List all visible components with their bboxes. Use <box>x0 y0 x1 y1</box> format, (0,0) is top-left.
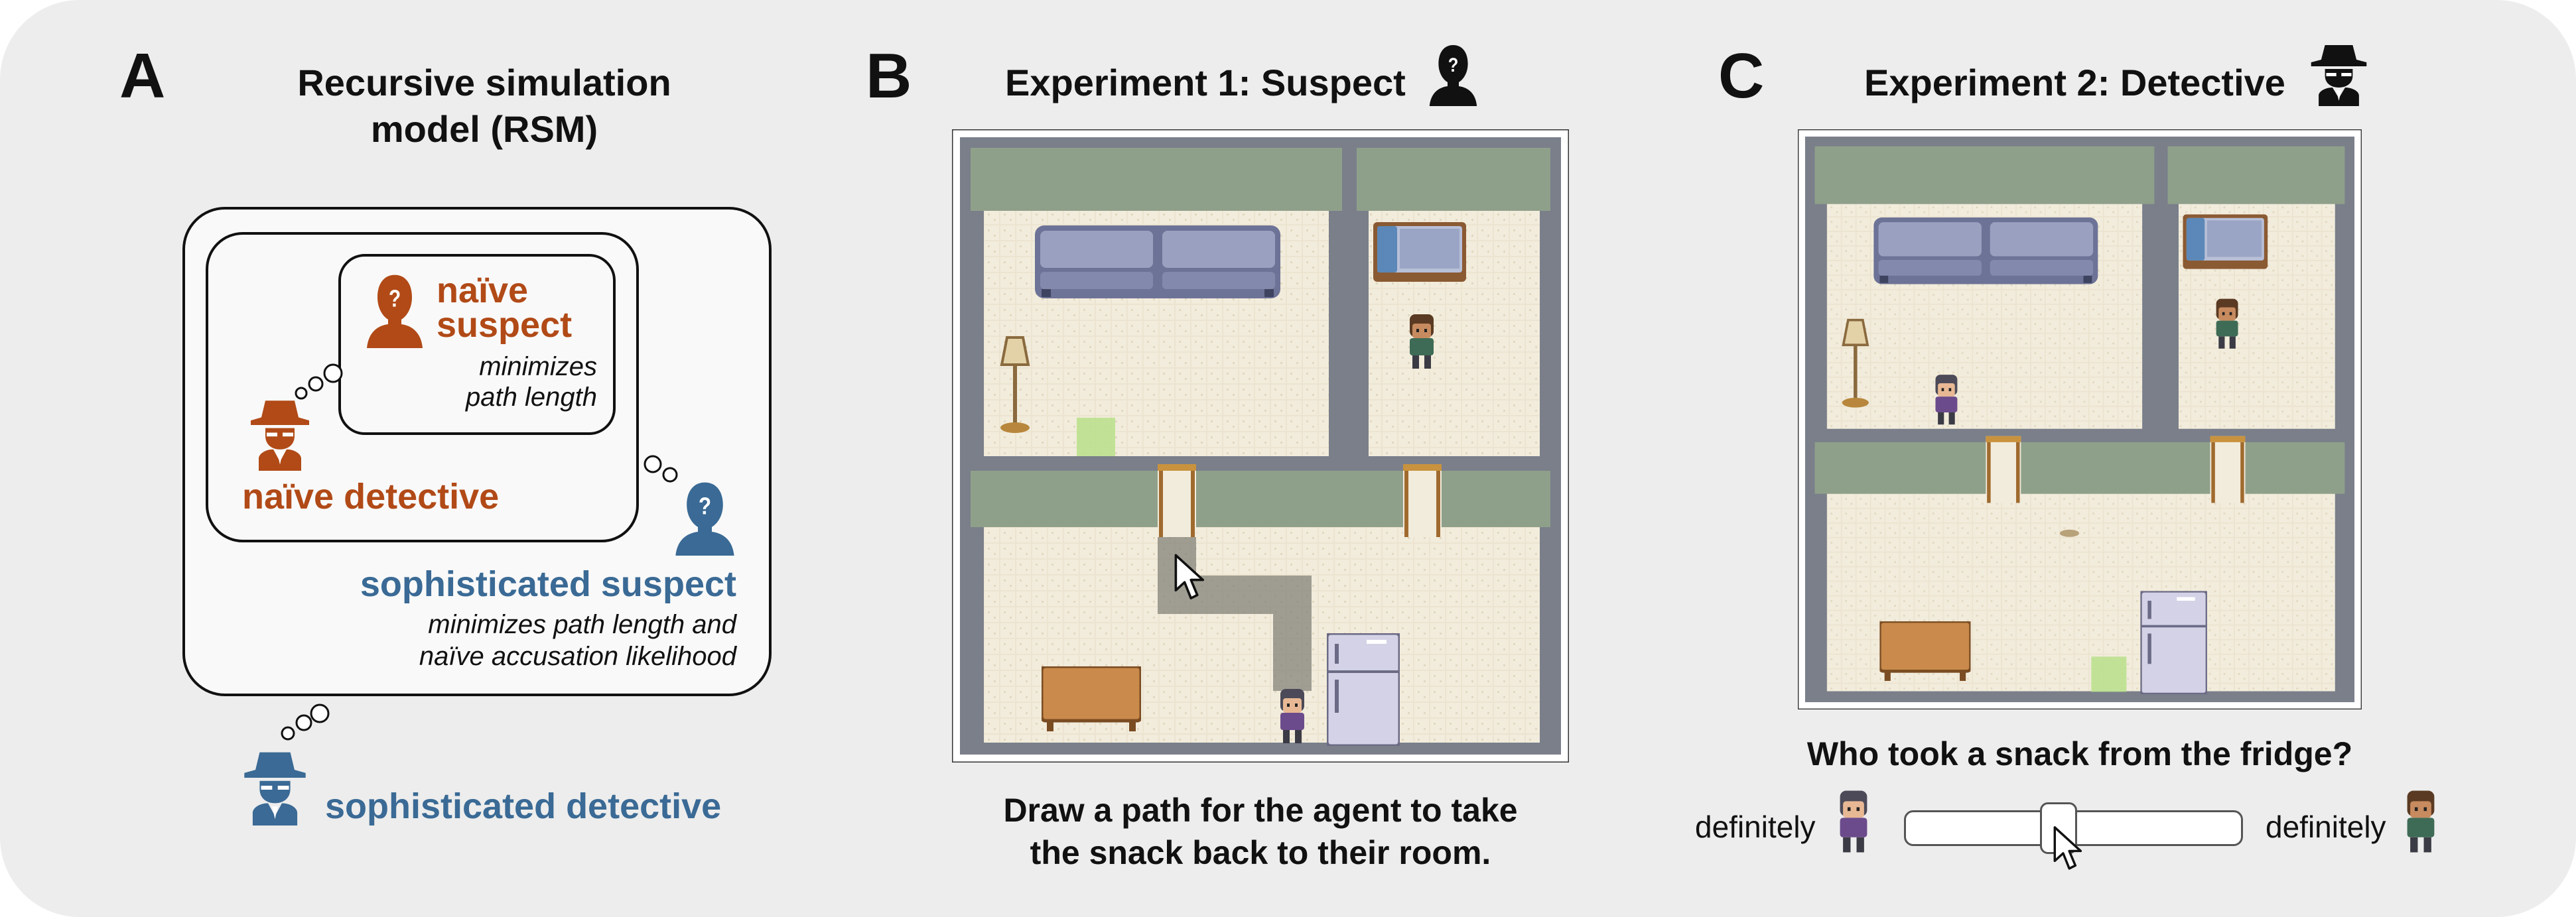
soph-detective-thought-bubble-icon <box>281 703 330 741</box>
naive-detective-thought-bubble-icon <box>295 363 343 400</box>
couch-icon <box>1035 225 1280 298</box>
naive-suspect-label: naïve suspect <box>437 271 573 345</box>
table-icon <box>1879 621 1970 681</box>
slider-left-label: definitely <box>1695 810 1816 844</box>
soph-detective-icon <box>240 746 310 825</box>
living-room-wall <box>1814 146 2155 204</box>
fridge-icon <box>2140 591 2207 694</box>
crumbs-icon <box>2059 529 2080 537</box>
panel-b-caption-line1: Draw a path for the agent to take <box>1003 792 1518 829</box>
naive-detective-label: naïve detective <box>242 477 500 517</box>
bedroom-wall <box>1357 148 1550 211</box>
soph-suspect-desc-line1: minimizes path length and <box>428 610 736 639</box>
bed-icon <box>1373 222 1466 282</box>
naive-suspect-desc-line2: path length <box>466 383 597 412</box>
naive-suspect-label-line1: naïve <box>437 271 529 310</box>
naive-suspect-desc-line1: minimizes <box>479 352 597 381</box>
bedroom-wall <box>2167 146 2345 204</box>
panel-b-letter: B <box>866 40 912 111</box>
panel-a-title-line2: model (RSM) <box>370 108 598 150</box>
door-right <box>1403 464 1442 537</box>
soph-detective-label: sophisticated detective <box>325 786 722 826</box>
suspect-icon <box>1425 40 1481 106</box>
suspect-gridworld <box>952 129 1569 763</box>
start-tile <box>1077 418 1115 456</box>
naive-suspect-description: minimizes path length <box>398 351 597 412</box>
panel-a-title: Recursive simulation model (RSM) <box>252 60 716 153</box>
door-left <box>1986 436 2021 503</box>
door-right <box>2210 436 2246 503</box>
evidence-tile <box>2091 656 2127 692</box>
purple-agent-slider-icon <box>1831 788 1876 855</box>
panel-a-title-line1: Recursive simulation <box>297 62 671 103</box>
door-left <box>1158 464 1196 537</box>
detective-gridworld <box>1798 129 2362 709</box>
panel-b-caption-line2: the snack back to their room. <box>1030 834 1491 871</box>
kitchen-wall <box>971 471 1550 527</box>
panel-b-caption: Draw a path for the agent to take the sn… <box>952 789 1569 874</box>
panel-c-question: Who took a snack from the fridge? <box>1806 735 2353 772</box>
kitchen-wall <box>1814 442 2345 494</box>
mouse-cursor-icon <box>2053 825 2084 872</box>
naive-suspect-label-line2: suspect <box>437 305 573 345</box>
soph-suspect-description: minimizes path length and naïve accusati… <box>312 609 736 672</box>
fridge-icon <box>1327 633 1400 746</box>
panel-a-letter: A <box>119 40 166 111</box>
soph-suspect-desc-line2: naïve accusation likelihood <box>419 642 736 671</box>
slider-right-label: definitely <box>2266 810 2386 844</box>
soph-suspect-thought-bubble-icon <box>644 455 678 483</box>
living-room-wall <box>971 148 1342 211</box>
bed-icon <box>2183 214 2268 269</box>
soph-suspect-label: sophisticated suspect <box>360 564 736 604</box>
soph-suspect-icon <box>670 476 740 556</box>
naive-detective-icon <box>247 395 313 471</box>
panel-c-title: Experiment 2: Detective <box>1864 62 2285 103</box>
panel-c-letter: C <box>1718 40 1765 111</box>
green-agent-slider-icon <box>2398 788 2443 855</box>
detective-icon <box>2307 40 2370 106</box>
couch-icon <box>1873 217 2098 284</box>
panel-b-title: Experiment 1: Suspect <box>1005 62 1406 103</box>
naive-suspect-icon <box>362 269 428 348</box>
table-icon <box>1042 666 1141 731</box>
